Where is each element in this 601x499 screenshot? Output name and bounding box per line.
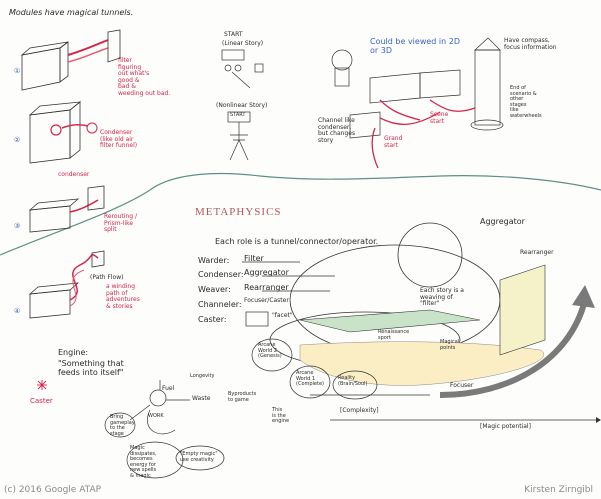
reality-label: Reality (Brain/Soul) [338, 375, 368, 387]
work-label: WORK [148, 413, 164, 419]
module-3-note: Rerouting / Prism-like split [104, 213, 137, 234]
complexity-arrowhead [572, 285, 595, 308]
rearranger-label: Rearranger [520, 249, 554, 256]
module-2-number: ② [14, 136, 21, 144]
module-4-note: a winding path of adventures & stories [106, 283, 140, 310]
waste-label: Waste [192, 395, 211, 402]
role-name: Condenser: [198, 270, 244, 279]
rearranger-panels [499, 264, 546, 356]
arcane-world-2-bubble [251, 338, 293, 372]
linear-story-label: (Linear Story) [222, 40, 264, 47]
caster-burst [37, 380, 47, 390]
green-plane [299, 309, 481, 333]
nonlinear-start-label: START [230, 112, 246, 118]
aggregator-label: Aggregator [480, 217, 525, 226]
gameplay-note: Bring gameplay to the stage [110, 414, 135, 437]
linear-start-label: START [224, 31, 243, 38]
focuser-label: Focuser [450, 382, 474, 389]
module-4-number: ④ [14, 307, 21, 315]
caster-label: Caster [30, 397, 53, 405]
role-value: Filter [244, 254, 264, 263]
module-2-label: condenser [58, 171, 90, 178]
fuel-label: Fuel [162, 385, 175, 392]
reality-bubble [332, 370, 378, 400]
longevity-label: Longevity [190, 373, 215, 379]
scene-start-note: Scene start [430, 111, 449, 125]
linear-story-drawing [221, 49, 264, 89]
module-3-number: ③ [14, 222, 21, 230]
castle-scene-drawing [331, 37, 504, 139]
role-name: Channeler: [198, 300, 242, 309]
role-name: Weaver: [198, 285, 231, 294]
complexity-label: [Complexity] [340, 407, 379, 414]
module-3-drawing [28, 185, 105, 233]
page-title: Modules have magical tunnels. [9, 8, 134, 17]
byproducts-note: Byproducts to game [228, 391, 257, 403]
end-of-scenario-note: End of scenario & other stages like wate… [510, 85, 542, 119]
role-name: Caster: [198, 315, 227, 324]
grand-start-note: Grand start [384, 135, 403, 149]
arcane-world-1-bubble [289, 365, 331, 399]
engine-description: "Something that feeds into itself" [58, 359, 124, 377]
role-value: "facet" [272, 312, 293, 319]
channel-note: Channel like condenser, but changes stor… [318, 117, 356, 144]
each-story-note: Each story is a weaving of "filter" [420, 287, 464, 308]
engine-label: Engine: [58, 348, 89, 357]
module-1-number: ① [14, 67, 21, 75]
magical-points-note: Magical points [440, 339, 460, 351]
module-1-drawing [20, 29, 121, 91]
magic-potential-label: [Magic potential] [480, 423, 531, 430]
nonlinear-story-label: (Nonlinear Story) [216, 102, 268, 109]
module-1-note: filter figuring out what's good & bad & … [118, 57, 171, 97]
arcane-world-1-label: Arcane World 1 (Complete) [296, 370, 324, 387]
engine-state-note: This is the engine [272, 407, 290, 424]
metaphysics-title: METAPHYSICS [195, 206, 282, 218]
magic-dissipates-note: Magic dissipates, becomes energy for new… [130, 445, 157, 479]
castle-tunnels [371, 99, 476, 169]
role-value: Rearranger [244, 283, 289, 292]
view-2d-3d-note: Could be viewed in 2D or 3D [370, 37, 460, 55]
compass-note: Have compass, focus information [504, 37, 557, 51]
complexity-arrow [439, 299, 588, 398]
renaissance-note: Renaissance sport [378, 329, 410, 341]
role-value: Aggregator [244, 268, 289, 277]
module-4-label: (Path Flow) [90, 274, 124, 281]
arcane-world-2-label: Arcane World 2 (Genesis) [258, 342, 282, 359]
module-2-drawing [28, 101, 98, 164]
section-divider [0, 172, 601, 256]
metaphysics-heading: Each role is a tunnel/connector/operator… [215, 237, 379, 246]
module-4-drawing [28, 250, 105, 319]
role-name: Warder: [198, 256, 230, 265]
copyright-text: (c) 2016 Google ATAP [4, 485, 102, 495]
engine-drawing [104, 380, 225, 479]
author-text: Kirsten Zirngibl [524, 485, 593, 495]
role-value: Focuser/Caster [244, 297, 289, 304]
yellow-ribbon [299, 341, 545, 386]
module-2-note: Condenser (like old air filter funnel) [100, 129, 138, 150]
nonlinear-story-drawing [227, 111, 251, 161]
role-boxes [242, 261, 335, 327]
empty-magic-note: "Empty magic" use creativity [180, 451, 218, 463]
